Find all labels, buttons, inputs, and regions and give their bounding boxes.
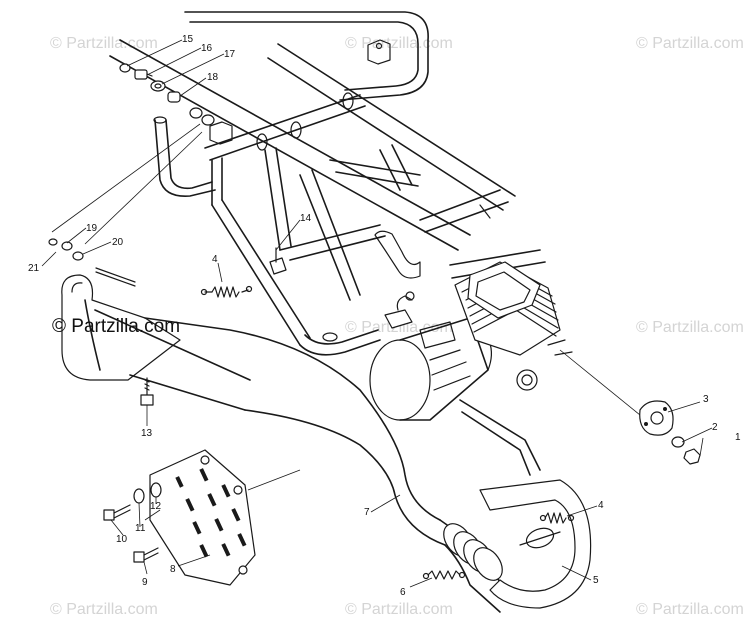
callout-20: 20 [112,237,124,248]
frame-drawing [109,11,546,356]
spring-6 [422,570,466,580]
watermark: © Partzilla.com [345,35,453,52]
callout-11: 11 [135,523,146,534]
callout-2: 2 [712,422,718,433]
callout-13: 13 [141,428,153,439]
watermark: © Partzilla.com [636,601,744,618]
callout-16: 16 [201,43,213,54]
watermark: © Partzilla.com [636,319,744,336]
callout-labels: 15 16 17 18 19 20 21 14 4 13 1 2 3 4 5 6… [28,34,741,598]
fastener-18 [167,91,181,103]
callout-3: 3 [703,394,709,405]
exhaust-system-drawing [61,274,592,613]
spring-4 [200,285,253,298]
bolt-9 [133,547,159,563]
callout-19: 19 [86,223,98,234]
callout-17: 17 [224,49,236,60]
fastener-19 [61,241,73,251]
callout-8: 8 [170,564,176,575]
callout-18: 18 [207,72,219,83]
pipe-coupler [443,523,503,581]
callout-6: 6 [400,587,406,598]
watermark: © Partzilla.com [636,35,744,52]
heat-shield-drawing [149,449,256,586]
washer-11 [133,488,145,504]
nut-1 [683,448,701,465]
callout-9: 9 [142,577,148,588]
callout-4-lower: 4 [598,500,604,511]
hardware-drawing [48,63,701,580]
engine-drawing [369,261,573,476]
watermark-layer: © Partzilla.com © Partzilla.com © Partzi… [50,35,744,618]
washer-2 [671,436,685,448]
callout-5: 5 [593,575,599,586]
fastener-20 [72,251,84,261]
callout-7: 7 [364,507,370,518]
callout-14: 14 [300,213,312,224]
watermark: © Partzilla.com [50,35,158,52]
callout-1: 1 [735,432,741,443]
watermark: © Partzilla.com [345,601,453,618]
bolt-13 [140,377,154,406]
fastener-21 [48,238,58,246]
bolt-10 [103,504,131,521]
callout-15: 15 [182,34,194,45]
callout-10: 10 [116,534,128,545]
watermark: © Partzilla.com [50,601,158,618]
spring-4-lower [539,512,575,524]
fastener-17 [150,80,166,92]
callout-21: 21 [28,263,40,274]
alignment-lines [51,123,641,521]
gasket-flange-3 [639,400,674,436]
callout-4: 4 [212,254,218,265]
brand-label: © Partzilla.com [52,316,180,337]
washer-12 [150,482,162,498]
callout-leaders [41,39,713,588]
callout-12: 12 [150,501,162,512]
